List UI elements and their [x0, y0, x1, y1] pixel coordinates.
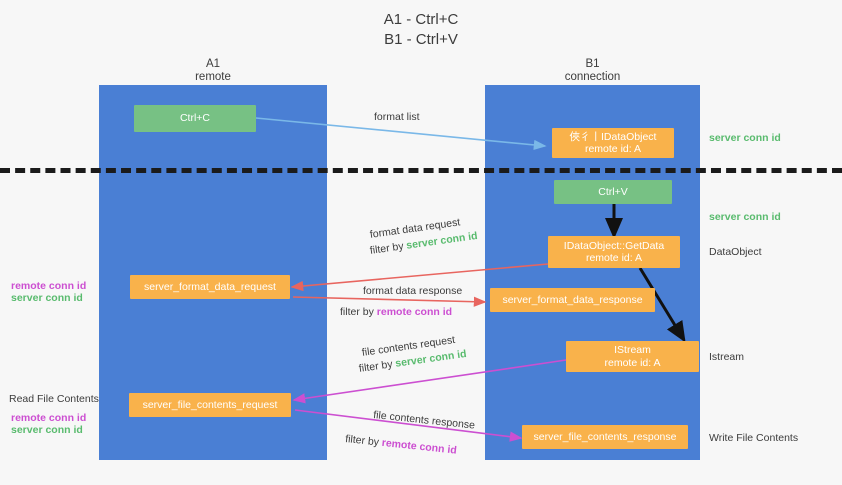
box-idataobject-getdata[interactable]: IDataObject::GetData remote id: A [548, 236, 680, 268]
label-istream: Istream [709, 351, 745, 363]
label-format-list: format list [374, 111, 420, 123]
box-server-format-data-response[interactable]: server_format_data_response [490, 288, 655, 312]
box-ctrl-v[interactable]: Ctrl+V [554, 180, 672, 204]
lane-header-b1: B1 connection [564, 58, 621, 83]
label-file-contents-response: file contents response [372, 408, 476, 432]
lane-header-a1: A1 remote [195, 58, 231, 83]
label-read-file-contents: Read File Contents [9, 393, 99, 405]
page-title: A1 - Ctrl+C B1 - Ctrl+V [383, 11, 459, 48]
label-format-data-response-filter: filter by remote conn id [340, 305, 452, 319]
label-server-conn-id-1: server conn id [11, 292, 83, 304]
box-server-format-data-request[interactable]: server_format_data_request [130, 275, 290, 299]
filter-prefix: filter by [344, 432, 383, 449]
box-server-file-contents-response[interactable]: server_file_contents_response [522, 425, 688, 449]
box-istream[interactable]: IStream remote id: A [566, 341, 699, 372]
filter-prefix: filter by [369, 239, 408, 257]
filter-prefix: filter by [340, 306, 377, 318]
box-idataobject[interactable]: 俠彳丨IDataObject remote id: A [552, 128, 674, 158]
label-server-conn-id-mid: server conn id [709, 211, 781, 223]
filter-key: remote conn id [381, 436, 458, 457]
filter-key: remote conn id [376, 306, 453, 318]
label-server-conn-id-2: server conn id [11, 424, 83, 436]
box-ctrl-c[interactable]: Ctrl+C [134, 105, 256, 132]
label-remote-conn-id-2: remote conn id [11, 412, 87, 424]
filter-prefix: filter by [358, 357, 397, 375]
phase-divider [0, 168, 842, 173]
label-format-data-response: format data response [363, 285, 463, 297]
label-write-file-contents: Write File Contents [709, 432, 799, 444]
label-server-conn-id-top: server conn id [709, 132, 781, 144]
box-server-file-contents-request[interactable]: server_file_contents_request [129, 393, 291, 417]
label-file-contents-response-filter: filter by remote conn id [345, 432, 458, 458]
label-remote-conn-id-1: remote conn id [11, 280, 87, 292]
label-dataobject: DataObject [709, 246, 762, 258]
